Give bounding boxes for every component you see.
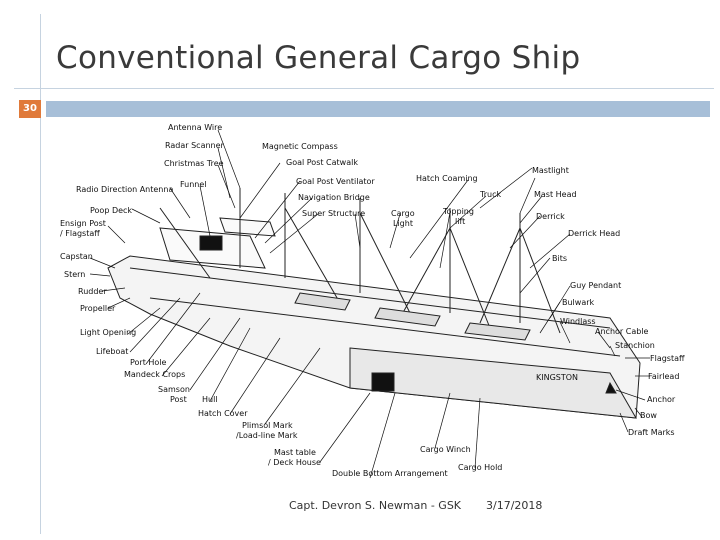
- label-navigation-bridge: Navigation Bridge: [298, 193, 370, 202]
- navigation-bridge-shape: [219, 217, 276, 237]
- label-hatch-coaming: Hatch Coaming: [416, 174, 478, 183]
- label-cargo-light: Light: [393, 219, 413, 228]
- deck-line-2: [149, 297, 621, 357]
- footer-date: 3/17/2018: [486, 499, 543, 512]
- label-funnel: Funnel: [180, 180, 207, 189]
- slide-frame-horizontal-rule: [14, 88, 714, 89]
- label-fairlead: Fairlead: [648, 372, 679, 381]
- load-line-mark: [371, 372, 395, 392]
- label-cargo: Cargo: [391, 209, 415, 218]
- callout-labels: Antenna Wire Radar Scanner Christmas Tre…: [60, 123, 685, 478]
- label-stanchion: Stanchion: [615, 341, 655, 350]
- label-flagstaff: Flagstaff: [650, 354, 685, 363]
- hatch-1: [294, 292, 351, 311]
- slide-frame-vertical-rule: [40, 14, 41, 534]
- label-hatch-cover: Hatch Cover: [198, 409, 248, 418]
- label-windlass: Windlass: [560, 317, 596, 326]
- label-hull: Hull: [202, 395, 218, 404]
- ship-drawing: [107, 188, 641, 419]
- label-mast-table: Mast table: [274, 448, 316, 457]
- label-derrick-head: Derrick Head: [568, 229, 620, 238]
- footer-author: Capt. Devron S. Newman - GSK: [289, 499, 462, 512]
- derrick-2: [359, 212, 411, 314]
- label-plimsol-mark: Plimsol Mark: [242, 421, 293, 430]
- label-topping-lift: lift: [455, 217, 465, 226]
- derrick-6: [479, 227, 521, 324]
- derrick-4: [399, 227, 451, 319]
- derrick-7: [159, 207, 211, 279]
- slide-number: 30: [19, 100, 41, 118]
- label-stern: Stern: [64, 270, 85, 279]
- label-ensign-post: Ensign Post: [60, 219, 106, 228]
- label-deck-house: / Deck House: [268, 458, 321, 467]
- hatch-3: [464, 322, 531, 341]
- label-ensign-post-flagstaff: / Flagstaff: [60, 229, 100, 238]
- label-cargo-winch: Cargo Winch: [420, 445, 471, 454]
- header-bar: [46, 101, 710, 117]
- label-anchor-cable: Anchor Cable: [595, 327, 649, 336]
- label-poop-deck: Poop Deck: [90, 206, 132, 215]
- label-super-structure: Super Structure: [302, 209, 365, 218]
- label-truck: Truck: [479, 190, 501, 199]
- label-magnetic-compass: Magnetic Compass: [262, 142, 338, 151]
- label-topping: Topping: [442, 207, 474, 216]
- label-anchor: Anchor: [647, 395, 676, 404]
- label-propeller: Propeller: [80, 304, 116, 313]
- cargo-ship-diagram: Antenna Wire Radar Scanner Christmas Tre…: [60, 123, 685, 479]
- label-radar-scanner: Radar Scanner: [165, 141, 225, 150]
- label-goal-post-catwalk: Goal Post Catwalk: [286, 158, 358, 167]
- label-lifeboat: Lifeboat: [96, 347, 128, 356]
- label-mastlight: Mastlight: [532, 166, 569, 175]
- slide-title: Conventional General Cargo Ship: [56, 40, 581, 76]
- label-radio-direction-antenna: Radio Direction Antenna: [76, 185, 173, 194]
- label-derrick: Derrick: [536, 212, 565, 221]
- label-bulwark: Bulwark: [562, 298, 595, 307]
- label-load-line-mark: /Load-line Mark: [236, 431, 298, 440]
- label-christmas-tree: Christmas Tree: [164, 159, 224, 168]
- label-draft-marks: Draft Marks: [628, 428, 675, 437]
- label-bow: Bow: [640, 411, 657, 420]
- label-guy-pendant: Guy Pendant: [570, 281, 621, 290]
- derrick-3: [449, 227, 491, 329]
- label-samson-post: Post: [170, 395, 187, 404]
- label-capstan: Capstan: [60, 252, 93, 261]
- label-mandeck-crops: Mandeck Crops: [124, 370, 185, 379]
- ship-name-marking: KINGSTON: [536, 373, 578, 382]
- label-samson: Samson: [158, 385, 190, 394]
- hull-side: [349, 347, 637, 419]
- derrick-1: [284, 207, 341, 304]
- label-port-hole: Port Hole: [130, 358, 167, 367]
- label-rudder: Rudder: [78, 287, 107, 296]
- derrick-5: [519, 227, 561, 334]
- anchor-shape: [605, 381, 617, 394]
- hatch-2: [374, 307, 441, 327]
- leader-lines: [89, 129, 650, 479]
- label-mast-head: Mast Head: [534, 190, 577, 199]
- label-double-bottom-arrangement: Double Bottom Arrangement: [332, 469, 448, 478]
- label-goal-post-ventilator: Goal Post Ventilator: [296, 177, 375, 186]
- label-bits: Bits: [552, 254, 567, 263]
- label-cargo-hold: Cargo Hold: [458, 463, 502, 472]
- funnel-shape: [199, 235, 223, 251]
- label-light-opening: Light Opening: [80, 328, 136, 337]
- label-antenna-wire: Antenna Wire: [168, 123, 222, 132]
